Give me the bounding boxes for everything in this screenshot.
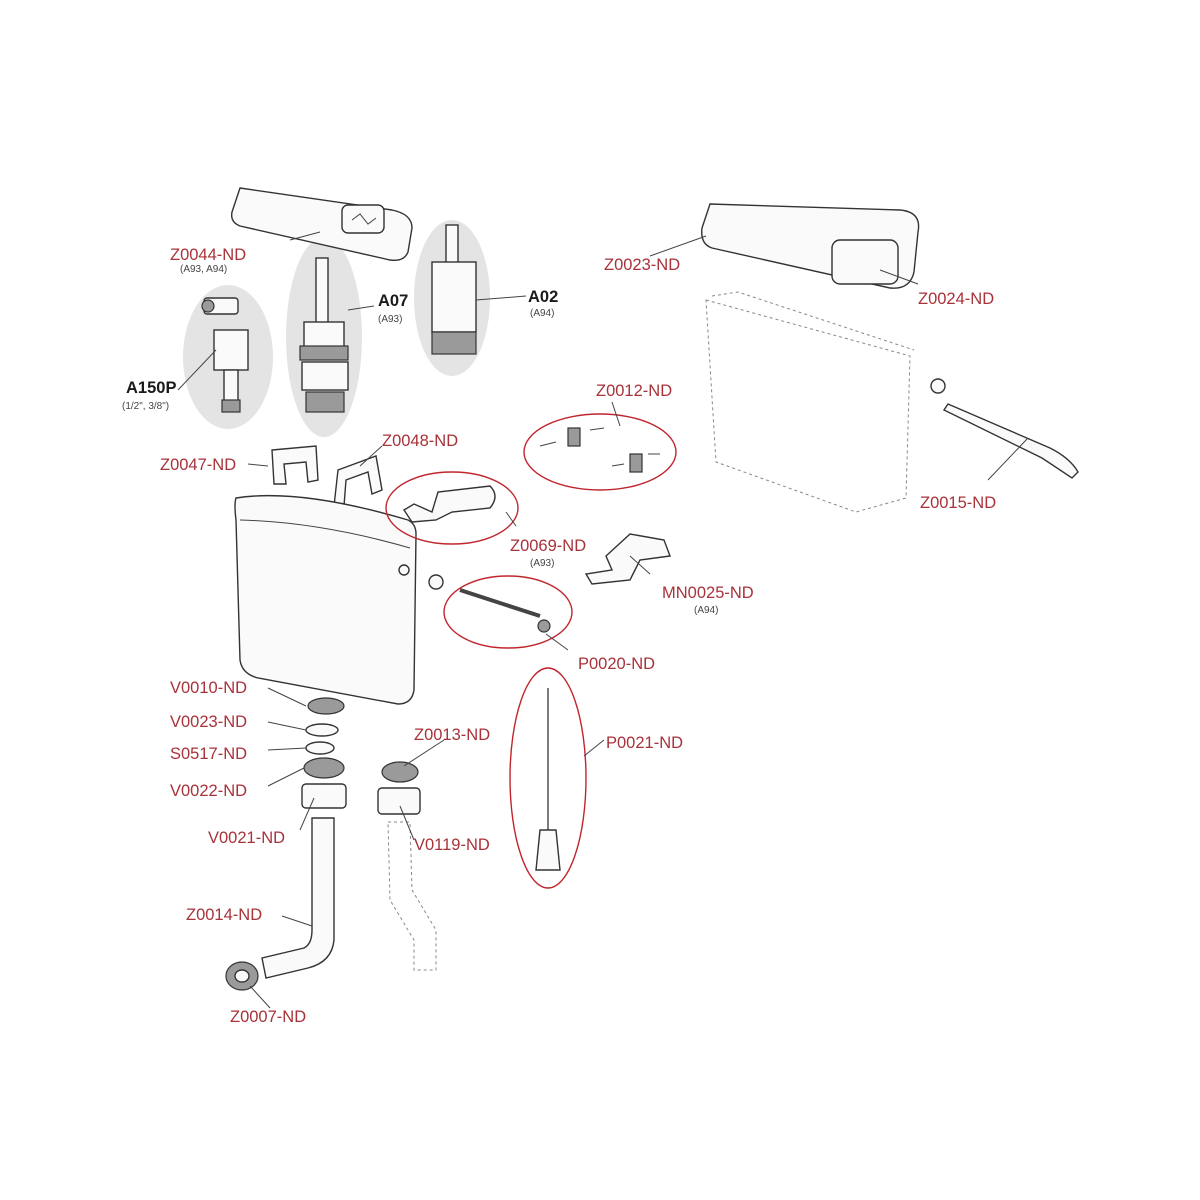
leader-lines bbox=[177, 231, 1029, 1009]
z0015-lever bbox=[942, 403, 1079, 479]
z0013-connector bbox=[381, 761, 419, 783]
mn0025-bracket bbox=[584, 533, 671, 585]
label-z0044-sub: (A93, A94) bbox=[180, 264, 227, 275]
z0014-flush-pipe bbox=[261, 817, 335, 979]
label-z0012: Z0012-ND bbox=[596, 382, 672, 400]
a07-flush-valve bbox=[299, 257, 349, 413]
right-flush-pipe bbox=[387, 821, 437, 971]
label-z0044: Z0044-ND bbox=[170, 246, 246, 264]
label-z0048: Z0048-ND bbox=[382, 432, 458, 450]
z0047-clip bbox=[271, 445, 319, 485]
label-z0069: Z0069-ND bbox=[510, 537, 586, 555]
a150p-fill-valve bbox=[201, 297, 249, 413]
label-a02-sub: (A94) bbox=[530, 308, 554, 319]
z0044-lid bbox=[230, 187, 413, 262]
right-cistern-body bbox=[701, 203, 946, 513]
label-a07-sub: (A93) bbox=[378, 314, 402, 325]
p0021-highlight bbox=[509, 667, 587, 889]
z0012-highlight bbox=[523, 413, 677, 491]
p0021-chain bbox=[535, 688, 561, 871]
label-z0047: Z0047-ND bbox=[160, 456, 236, 474]
label-z0013: Z0013-ND bbox=[414, 726, 490, 744]
s0517-washer bbox=[305, 741, 335, 755]
label-p0021: P0021-ND bbox=[606, 734, 683, 752]
label-a150p: A150P bbox=[126, 379, 176, 397]
label-p0020: P0020-ND bbox=[578, 655, 655, 673]
a02-flush-valve bbox=[431, 224, 477, 355]
p0020-rod bbox=[428, 574, 551, 633]
z0048-clip bbox=[333, 455, 383, 507]
label-v0010: V0010-ND bbox=[170, 679, 247, 697]
v0023-washer bbox=[305, 723, 339, 737]
v0010-washer bbox=[307, 697, 345, 715]
label-z0023: Z0023-ND bbox=[604, 256, 680, 274]
label-a150p-sub: (1/2", 3/8") bbox=[122, 401, 169, 412]
left-cistern-body bbox=[234, 494, 417, 705]
z0069-bracket bbox=[403, 485, 496, 523]
z0012-screw-set bbox=[539, 427, 660, 473]
label-z0007: Z0007-ND bbox=[230, 1008, 306, 1026]
label-a02: A02 bbox=[528, 288, 558, 306]
label-s0517: S0517-ND bbox=[170, 745, 247, 763]
label-a07: A07 bbox=[378, 292, 408, 310]
label-mn0025: MN0025-ND bbox=[662, 584, 754, 602]
label-z0024: Z0024-ND bbox=[918, 290, 994, 308]
v0119-sleeve bbox=[377, 787, 421, 815]
p0020-highlight bbox=[443, 575, 573, 649]
label-v0119: V0119-ND bbox=[414, 836, 490, 854]
label-z0014: Z0014-ND bbox=[186, 906, 262, 924]
v0021-sleeve bbox=[301, 783, 347, 809]
label-v0022: V0022-ND bbox=[170, 782, 247, 800]
z0007-seal bbox=[225, 961, 259, 991]
v0022-nut bbox=[303, 757, 345, 779]
label-z0015: Z0015-ND bbox=[920, 494, 996, 512]
z0069-highlight bbox=[385, 471, 519, 545]
label-v0021: V0021-ND bbox=[208, 829, 285, 847]
label-z0069-sub: (A93) bbox=[530, 558, 554, 569]
label-v0023: V0023-ND bbox=[170, 713, 247, 731]
label-mn0025-sub: (A94) bbox=[694, 605, 718, 616]
